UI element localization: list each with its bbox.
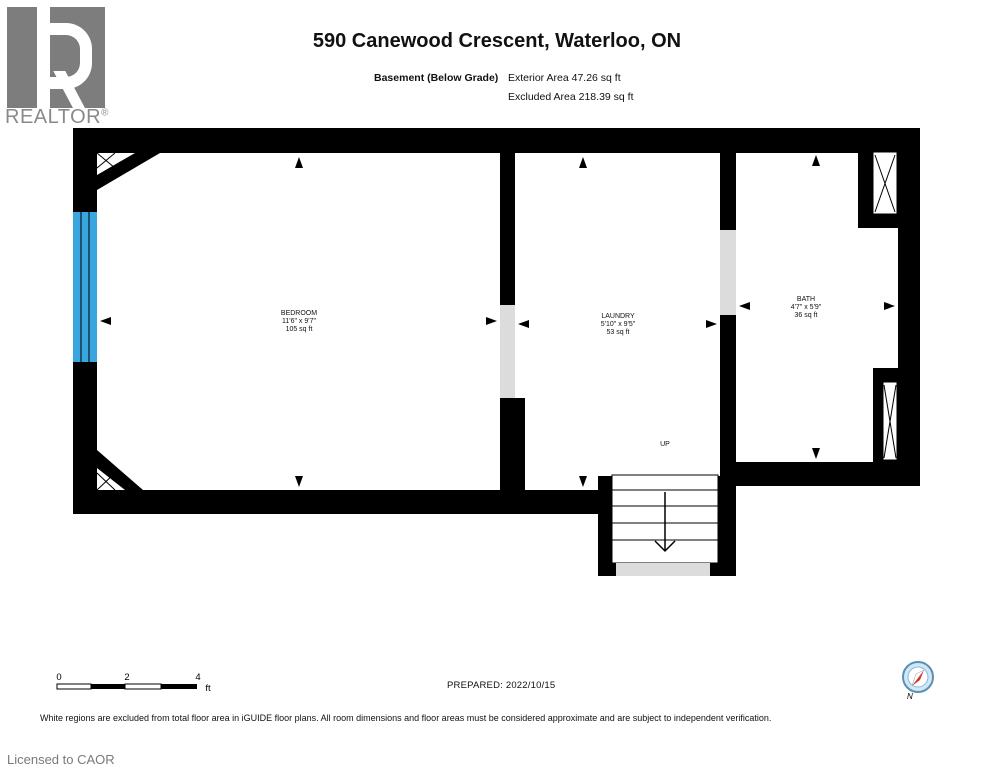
license-footer: Licensed to CAOR (7, 752, 115, 767)
room-name: BEDROOM (281, 310, 317, 317)
room-bath: BATH 4'7" x 5'9" 36 sq ft (791, 296, 822, 319)
room-laundry: LAUNDRY 5'10" x 9'5" 53 sq ft (601, 313, 636, 336)
doorway-laundry-bath (720, 230, 736, 315)
scale-tick-4: 4 (195, 672, 200, 683)
scale-tick-2: 2 (124, 672, 129, 683)
compass-north-label: N (907, 692, 913, 701)
scale-tick-0: 0 (56, 672, 61, 683)
exterior-area: Exterior Area 47.26 sq ft (508, 72, 621, 84)
doorway-bedroom-laundry (500, 305, 515, 398)
room-name: LAUNDRY (601, 313, 635, 320)
stairs (598, 474, 736, 576)
room-name: BATH (797, 296, 815, 303)
room-bedroom: BEDROOM 11'6" x 9'7" 105 sq ft (281, 310, 317, 333)
realtor-logo: REALTOR® (0, 0, 118, 138)
realtor-r-mark (7, 7, 105, 115)
room-area: 53 sq ft (607, 329, 630, 336)
room-dims: 11'6" x 9'7" (282, 318, 316, 325)
page-title: 590 Canewood Crescent, Waterloo, ON (312, 30, 682, 52)
area-summary: Exterior Area 47.26 sq ft Excluded Area … (508, 69, 634, 107)
realtor-wordmark: REALTOR® (5, 106, 109, 128)
disclaimer-text: White regions are excluded from total fl… (40, 713, 772, 723)
room-dims: 4'7" x 5'9" (791, 304, 822, 311)
prepared-date: PREPARED: 2022/10/15 (447, 680, 556, 691)
compass-icon: N (902, 661, 934, 701)
room-area: 36 sq ft (795, 312, 818, 319)
scale-bar: 0 2 4 ft (56, 672, 211, 694)
stairs-up-label: UP (660, 441, 670, 448)
window (73, 212, 97, 362)
room-dims: 5'10" x 9'5" (601, 321, 636, 328)
dimension-arrows (100, 155, 895, 487)
scale-unit: ft (205, 683, 211, 694)
excluded-area: Excluded Area 218.39 sq ft (508, 91, 634, 103)
level-label: Basement (Below Grade) (374, 72, 499, 84)
walls (73, 128, 920, 576)
room-area: 105 sq ft (286, 326, 313, 333)
